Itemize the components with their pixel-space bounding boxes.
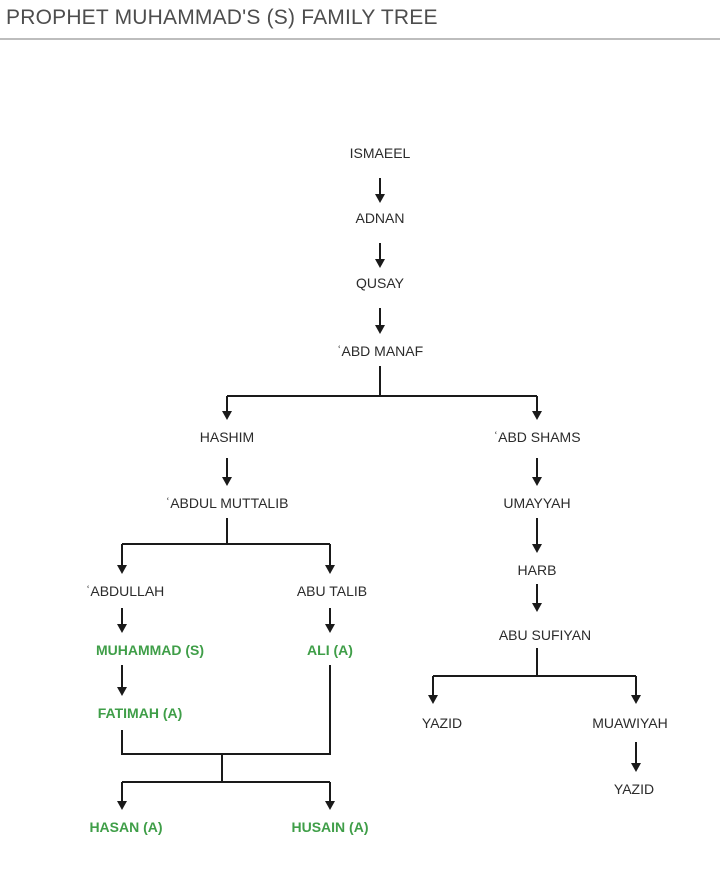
edge-to-abdullah-arrowhead xyxy=(117,565,127,574)
node-abdullah: ʿABDULLAH xyxy=(86,583,165,599)
edge-muhammad-fatimah-arrowhead xyxy=(117,687,127,696)
node-husain: HUSAIN (A) xyxy=(292,819,369,835)
edge-ismaeel-adnan-arrowhead xyxy=(375,194,385,203)
tree-connectors xyxy=(117,178,641,810)
node-umayyah: UMAYYAH xyxy=(503,495,570,511)
node-muhammad: MUHAMMAD (S) xyxy=(96,642,204,658)
page-title: PROPHET MUHAMMAD'S (S) FAMILY TREE xyxy=(6,6,438,29)
edge-to-abd-shams-arrowhead xyxy=(532,411,542,420)
node-fatimah: FATIMAH (A) xyxy=(98,705,183,721)
edge-hashim-abdul-muttalib-arrowhead xyxy=(222,477,232,486)
edge-to-hashim-arrowhead xyxy=(222,411,232,420)
edge-abd-shams-umayyah-arrowhead xyxy=(532,477,542,486)
node-abd-manaf: ʿABD MANAF xyxy=(337,343,423,359)
edge-to-muawiyah-arrowhead xyxy=(631,695,641,704)
node-harb: HARB xyxy=(518,562,557,578)
edge-abdullah-muhammad-arrowhead xyxy=(117,624,127,633)
node-ismaeel: ISMAEEL xyxy=(350,145,411,161)
node-ali: ALI (A) xyxy=(307,642,353,658)
node-abdul-muttalib: ʿABDUL MUTTALIB xyxy=(166,495,289,511)
node-abu-talib: ABU TALIB xyxy=(297,583,367,599)
node-abd-shams: ʿABD SHAMS xyxy=(493,429,580,445)
node-yazid-1: YAZID xyxy=(422,715,462,731)
edge-to-hasan-arrowhead xyxy=(117,801,127,810)
node-muawiyah: MUAWIYAH xyxy=(592,715,667,731)
node-abu-sufiyan: ABU SUFIYAN xyxy=(499,627,591,643)
title-divider xyxy=(0,38,720,40)
edge-umayyah-harb-arrowhead xyxy=(532,544,542,553)
edge-muawiyah-yazid-arrowhead xyxy=(631,763,641,772)
edge-fatimah-ali-union xyxy=(121,665,331,755)
node-adnan: ADNAN xyxy=(355,210,404,226)
edge-abu-talib-ali-arrowhead xyxy=(325,624,335,633)
node-qusay: QUSAY xyxy=(356,275,405,291)
edge-harb-abu-sufiyan-arrowhead xyxy=(532,603,542,612)
edge-adnan-qusay-arrowhead xyxy=(375,259,385,268)
edge-to-husain-arrowhead xyxy=(325,801,335,810)
tree-nodes: ISMAEEL ADNAN QUSAY ʿABD MANAF HASHIM ʿABD SH… xyxy=(86,145,668,835)
node-hasan: HASAN (A) xyxy=(89,819,162,835)
edge-to-abu-talib-arrowhead xyxy=(325,565,335,574)
node-hashim: HASHIM xyxy=(200,429,254,445)
edge-qusay-abd-manaf-arrowhead xyxy=(375,325,385,334)
edge-to-yazid-arrowhead xyxy=(428,695,438,704)
node-yazid-2: YAZID xyxy=(614,781,654,797)
